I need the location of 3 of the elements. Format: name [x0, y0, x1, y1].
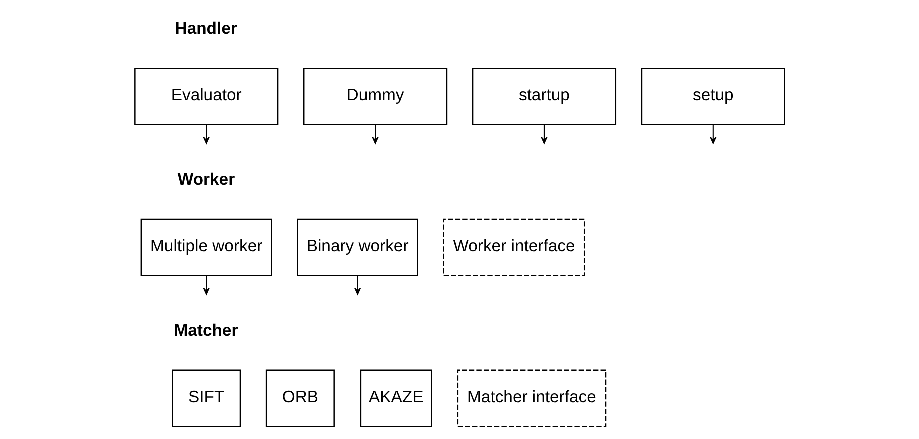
label: Worker	[177, 170, 235, 189]
label: Matcher	[174, 320, 238, 340]
label: Handler	[174, 18, 237, 38]
